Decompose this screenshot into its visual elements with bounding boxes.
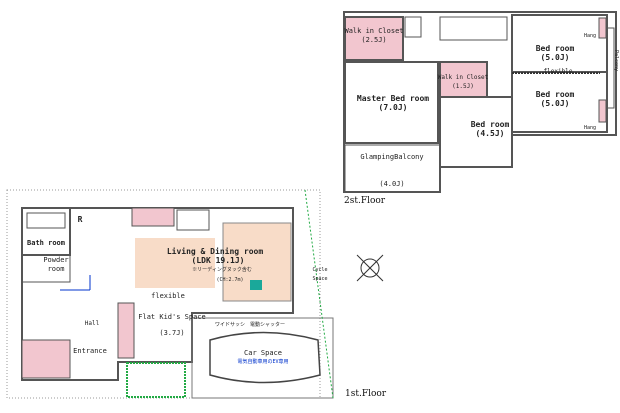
kids-space-size: (3.7J) [159, 329, 185, 337]
bedroom-4-5 [439, 96, 513, 168]
hanging-closet-1 [598, 17, 607, 39]
walk-in-closet-2 [439, 61, 488, 98]
bathroom-label: Bath room [27, 239, 65, 247]
bedroom-5b-name: Bed room [535, 90, 575, 99]
kids-space-name: Flat Kid's Space [138, 313, 206, 321]
hang-label-2: Hang [583, 125, 597, 131]
car-space [191, 317, 334, 399]
master-bedroom-size: (7.0J) [378, 103, 408, 112]
glamping-balcony-size: (4.0J) [379, 180, 405, 188]
car-space-note: 電気自動車用のEV専用 [237, 359, 289, 365]
pantry [131, 207, 175, 227]
garden [126, 362, 186, 398]
balcony-2f [606, 27, 615, 109]
hall-label: Hall [84, 320, 100, 327]
master-bedroom-name: Master Bed room [356, 94, 430, 103]
green-boundary-line [304, 189, 334, 399]
bedroom-4-5-name: Bed room [470, 120, 510, 129]
kids-space-storage [117, 302, 135, 359]
walk-in-closet-1 [344, 16, 404, 61]
ldk-size: (LDK 19.1J) [191, 256, 245, 265]
compass-needle-2 [356, 254, 384, 282]
compass-ring [360, 258, 380, 278]
lot-boundary [6, 189, 321, 399]
entrance-label: Entrance [73, 347, 107, 355]
bedroom-5b-size: (5.0J) [540, 99, 570, 108]
bedroom-5a-size: (5.0J) [540, 53, 570, 62]
powder-room [21, 254, 71, 283]
entrance-storage [21, 339, 71, 379]
bedroom-4-5-label: Bed room(4.5J) [471, 120, 510, 138]
master-bedroom [344, 61, 439, 144]
flexible-label-2f: flexible [543, 68, 573, 75]
first-floor-plan [6, 189, 334, 399]
walk-in-closet-2-name: Walk in Closet [437, 74, 489, 81]
stairs-2f [439, 16, 508, 41]
dining-area [135, 238, 215, 288]
compass-icon [356, 254, 384, 282]
bedroom-4-5-size: (4.5J) [475, 129, 505, 138]
glamping-balcony [344, 144, 441, 193]
walk-in-closet-2-size: (1.5J) [452, 83, 474, 90]
ldk-name: Living & Dining room [166, 247, 264, 256]
refrigerator-label: R [77, 215, 83, 224]
balcony-label: Palcony [613, 50, 619, 72]
toilet-2f [404, 16, 422, 38]
flexible-label-1f: flexible [151, 292, 185, 300]
bedroom-5a-label: Bed room(5.0J) [536, 44, 575, 62]
bathtub [26, 212, 66, 229]
cycle-space-label: Cycle Space [312, 267, 328, 282]
car-icon [209, 331, 321, 384]
second-floor-plan [343, 11, 617, 193]
hanging-closet-2 [598, 99, 607, 123]
car-space-label: Car Space [244, 349, 282, 357]
hang-label-1: Hang [583, 33, 597, 39]
master-bedroom-label: Master Bed room(7.0J) [357, 94, 429, 112]
walk-in-closet-label: Walk in Closet(2.5J) [344, 27, 403, 45]
teal-marker [250, 280, 262, 290]
bedroom-5a-name: Bed room [535, 44, 575, 53]
bedroom-5b-label: Bed room(5.0J) [536, 90, 575, 108]
second-floor-title: 2st.Floor [344, 196, 386, 206]
first-floor-title: 1st.Floor [345, 389, 387, 399]
walk-in-closet-name: Walk in Closet [344, 27, 404, 35]
glamping-balcony-label: GlampingBalcony [360, 153, 424, 161]
ldk-note: ※リーディングヌック含む [192, 267, 252, 273]
walk-in-closet-size: (2.5J) [361, 36, 387, 44]
powder-room-label: Powder room [43, 256, 69, 273]
walk-in-closet-2-label: Walk in Closet (1.5J) [438, 73, 489, 91]
shutter-label: ワイドサッシ 電動シャッター [214, 322, 286, 328]
ceiling-height: (CH:2.7m) [216, 277, 244, 283]
stairs-1f [176, 209, 210, 231]
